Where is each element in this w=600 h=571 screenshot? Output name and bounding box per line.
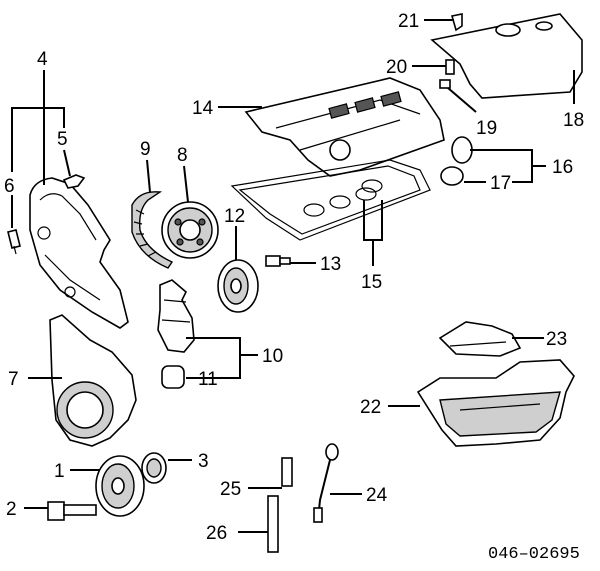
small-fasteners-drawing (439, 13, 463, 89)
callout-19: 19 (476, 118, 497, 139)
callout-25: 25 (220, 479, 241, 500)
callout-18: 18 (563, 110, 584, 131)
callout-26: 26 (206, 523, 227, 544)
cam-sprocket-drawing (161, 201, 219, 259)
callout-10: 10 (262, 346, 283, 367)
callout-14: 14 (192, 98, 214, 119)
callout-1: 1 (54, 461, 65, 482)
timing-cover-drawing (29, 177, 129, 329)
callout-17: 17 (490, 173, 511, 194)
callout-2: 2 (6, 499, 17, 520)
callout-5: 5 (57, 129, 68, 150)
head-cover-drawing (244, 77, 445, 177)
callout-labels: 4 5 6 7 9 8 12 13 10 11 14 15 16 17 18 1… (4, 11, 584, 544)
callout-21: 21 (398, 11, 419, 32)
seals-drawing (440, 136, 473, 186)
callout-15: 15 (361, 272, 382, 293)
callout-6: 6 (4, 176, 15, 197)
leader-lines (11, 19, 575, 533)
callout-20: 20 (386, 57, 407, 78)
dipstick-tube-drawing (267, 457, 293, 553)
timing-belt-drawing (131, 191, 174, 269)
crank-sprocket-drawing (141, 452, 167, 484)
idler-pulley-drawing (217, 259, 259, 313)
callout-12: 12 (224, 206, 245, 227)
callout-4: 4 (37, 49, 48, 70)
dipstick-drawing (313, 443, 339, 523)
crank-pulley-drawing (95, 455, 145, 517)
cover-bolts-drawing (7, 174, 86, 255)
gasket-drawing (230, 159, 431, 241)
crank-bolt-drawing (47, 501, 97, 521)
callout-9: 9 (140, 139, 151, 160)
callout-24: 24 (366, 485, 388, 506)
engine-cover-drawing (430, 13, 583, 99)
callout-23: 23 (546, 329, 567, 350)
callout-3: 3 (198, 451, 209, 472)
lower-timing-cover-drawing (49, 314, 137, 447)
bolt-13-drawing (265, 255, 291, 267)
callout-22: 22 (360, 397, 381, 418)
callout-13: 13 (320, 254, 341, 275)
callout-8: 8 (177, 145, 188, 166)
tensioner-drawing (157, 279, 195, 389)
callout-16: 16 (552, 157, 573, 178)
callout-11: 11 (198, 369, 218, 390)
baffle-drawing (438, 321, 522, 357)
diagram-reference-code: 046–02695 (488, 545, 580, 564)
oil-pan-drawing (416, 359, 575, 447)
callout-7: 7 (8, 369, 19, 390)
